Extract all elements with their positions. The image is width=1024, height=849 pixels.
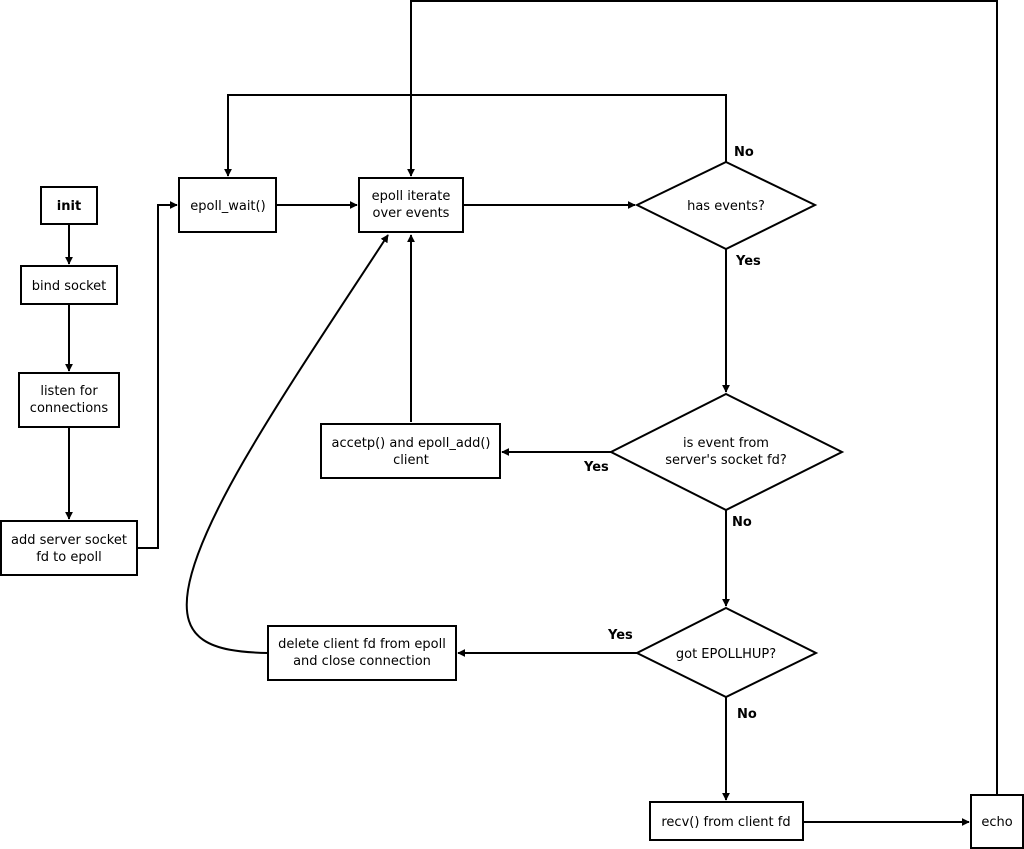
- node-add-server-label-line2: fd to epoll: [36, 550, 102, 565]
- label-server-event-yes: Yes: [583, 460, 609, 475]
- edges: [65, 0, 998, 826]
- edge-delete-to-iterate: [185, 234, 389, 654]
- node-got-epollhup-label: got EPOLLHUP?: [676, 647, 776, 662]
- node-recv: recv() from client fd: [649, 801, 804, 841]
- edge-echo-to-iterate: [407, 0, 998, 794]
- node-has-events-label: has events?: [687, 199, 765, 214]
- node-delete-client-label-line1: delete client fd from epoll: [278, 637, 446, 652]
- node-listen: listen for connections: [18, 372, 120, 428]
- node-add-server-label-line1: add server socket: [11, 533, 127, 548]
- node-epoll-iterate-label-line1: epoll iterate: [372, 189, 451, 204]
- node-init: init: [40, 186, 98, 225]
- node-accept: accetp() and epoll_add() client: [320, 423, 501, 479]
- node-delete-client: delete client fd from epoll and close co…: [267, 625, 457, 681]
- node-server-event-check-label-line1: is event from: [683, 436, 769, 451]
- node-echo-label: echo: [981, 815, 1012, 830]
- node-epoll-wait-label: epoll_wait(): [190, 199, 265, 214]
- node-accept-label-line2: client: [393, 453, 429, 468]
- node-delete-client-label-line2: and close connection: [293, 654, 431, 669]
- node-accept-label-line1: accetp() and epoll_add(): [331, 436, 490, 451]
- label-epollhup-no: No: [737, 707, 757, 722]
- edge-add-server-to-epoll-wait: [137, 201, 178, 549]
- node-bind-socket: bind socket: [20, 265, 118, 305]
- node-listen-label-line1: listen for: [40, 384, 98, 399]
- node-has-events: has events?: [634, 160, 818, 251]
- edge-has-events-no-to-epoll-wait: [224, 94, 727, 177]
- node-init-label: init: [57, 199, 81, 214]
- node-recv-label: recv() from client fd: [661, 815, 790, 830]
- node-epoll-wait: epoll_wait(): [178, 177, 277, 233]
- node-echo: echo: [970, 794, 1024, 849]
- node-bind-socket-label: bind socket: [32, 279, 107, 294]
- label-server-event-no: No: [732, 515, 752, 530]
- label-has-events-yes: Yes: [735, 254, 761, 269]
- node-epoll-iterate: epoll iterate over events: [358, 177, 464, 233]
- label-has-events-no: No: [734, 145, 754, 160]
- node-listen-label-line2: connections: [30, 401, 109, 416]
- node-epoll-iterate-label-line2: over events: [373, 206, 450, 221]
- node-server-event-check-label-line2: server's socket fd?: [665, 453, 787, 468]
- label-epollhup-yes: Yes: [607, 628, 633, 643]
- node-server-event-check: is event from server's socket fd?: [608, 392, 845, 512]
- node-add-server: add server socket fd to epoll: [0, 520, 138, 576]
- edge-labels: No Yes Yes No Yes No: [583, 145, 761, 722]
- node-got-epollhup: got EPOLLHUP?: [634, 606, 819, 699]
